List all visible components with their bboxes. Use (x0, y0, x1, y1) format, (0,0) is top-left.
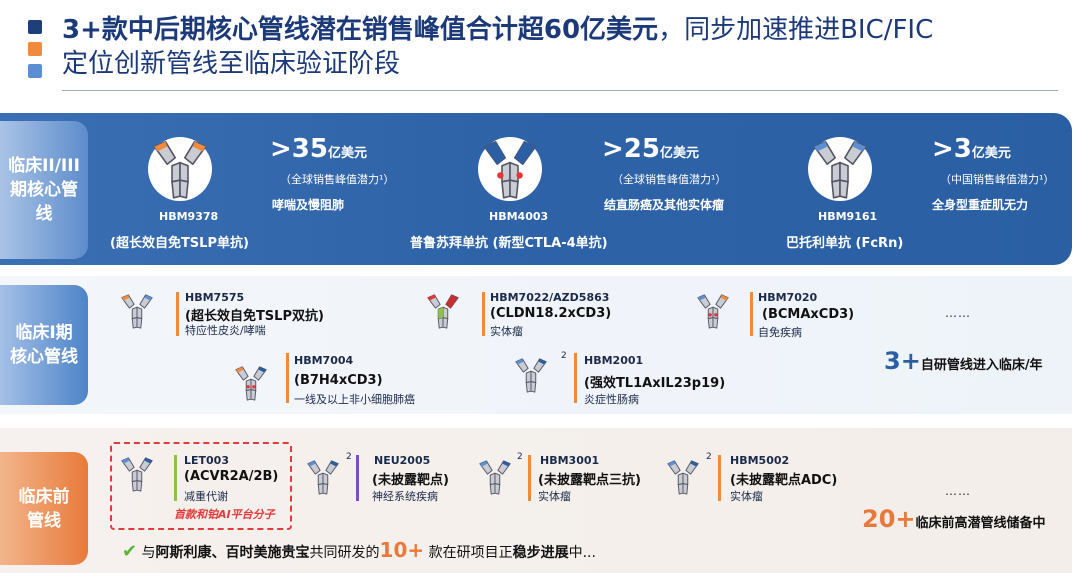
item-accent-bar (176, 292, 179, 336)
hbm5002-code: HBM5002 (730, 454, 790, 467)
antibody-icon (118, 292, 156, 330)
hbm3001-code: HBM3001 (540, 454, 600, 467)
hbm9161-indication: 全身型重症肌无力 (932, 198, 1029, 212)
phase1-stat: 3+自研管线进入临床/年 (884, 347, 1043, 375)
hbm5002-indication: 实体瘤 (730, 490, 763, 503)
title-divider (62, 90, 1058, 91)
antibody-icon (118, 455, 156, 493)
neu2005-indication: 神经系统疾病 (372, 490, 438, 503)
neu2005-code: NEU2005 (374, 454, 431, 467)
antibody-icon (476, 458, 514, 496)
hbm9161-peak: >3亿美元 (932, 134, 1011, 164)
hbm9378-name: (超长效自免TSLP单抗) (110, 236, 249, 251)
hbm4003-note: （全球销售峰值潜力¹） (612, 173, 727, 186)
hbm9161-code: HBM9161 (818, 210, 878, 223)
footnote-marker: 2 (706, 452, 712, 462)
phase1-label: 临床I期核心管线 (0, 285, 88, 405)
bullet-square-orange (28, 42, 42, 56)
hbm9161-note: （中国销售峰值潜力¹） (940, 173, 1055, 186)
hbm7020-name: (BCMAxCD3) (762, 307, 855, 322)
bullet-square-blue (28, 64, 42, 78)
let003-indication: 减重代谢 (184, 490, 228, 503)
let003-code: LET003 (184, 454, 229, 467)
hbm9378-code: HBM9378 (159, 210, 219, 223)
hbm7020-indication: 自免疾病 (758, 326, 802, 339)
preclinical-label: 临床前管线 (0, 452, 88, 565)
page-title-line2: 定位创新管线至临床验证阶段 (62, 49, 401, 79)
item-accent-bar (718, 455, 721, 501)
hbm2001-indication: 炎症性肠病 (584, 393, 639, 406)
hbm4003-indication: 结直肠癌及其他实体瘤 (604, 198, 725, 212)
page-title: 3+款中后期核心管线潜在销售峰值合计超60亿美元，同步加速推进BIC/FIC (62, 15, 934, 45)
check-icon: ✔ (122, 541, 138, 562)
item-accent-bar (574, 353, 577, 403)
antibody-icon (304, 458, 342, 496)
more-ellipsis: …… (945, 306, 971, 320)
item-accent-bar (286, 353, 289, 403)
item-accent-bar (174, 455, 177, 501)
hbm7020-code: HBM7020 (758, 291, 818, 304)
antibody-icon (148, 137, 212, 201)
preclinical-band (0, 428, 1072, 573)
hbm7004-code: HBM7004 (294, 354, 354, 367)
hbm2001-name: (强效TL1AxIL23p19) (584, 376, 726, 391)
antibody-icon (232, 364, 270, 402)
preclinical-stat: 20+临床前高潜管线储备中 (862, 505, 1046, 533)
item-accent-bar (528, 455, 531, 501)
hbm9161-name: 巴托利单抗 (FcRn) (786, 236, 904, 251)
hbm7022-code: HBM7022/AZD5863 (490, 291, 610, 304)
bullet-square-navy (28, 20, 42, 34)
antibody-icon (664, 458, 702, 496)
hbm7004-name: (B7H4xCD3) (294, 373, 383, 388)
neu2005-name: (未披露靶点) (372, 473, 449, 488)
hbm7004-indication: 一线及以上非小细胞肺癌 (294, 393, 415, 406)
hbm4003-name: 普鲁苏拜单抗 (新型CTLA-4单抗) (410, 236, 608, 251)
antibody-icon (512, 356, 550, 394)
hbm9378-peak: >35亿美元 (270, 134, 367, 164)
footer-note: ✔ 与阿斯利康、百时美施贵宝共同研发的10+ 款在研项目正稳步进展中... (122, 538, 596, 562)
hbm4003-peak: >25亿美元 (602, 134, 699, 164)
antibody-icon (694, 292, 732, 330)
item-accent-bar (750, 292, 753, 336)
hbm9378-note: （全球销售峰值潜力¹） (280, 173, 395, 186)
footnote-marker: 2 (346, 452, 352, 462)
highlight-dashed-box (110, 442, 292, 530)
antibody-icon (808, 137, 872, 201)
antibody-icon (424, 292, 462, 330)
hbm7022-indication: 实体瘤 (490, 325, 523, 338)
phase23-label: 临床II/III期核心管线 (0, 121, 88, 259)
hbm2001-code: HBM2001 (584, 354, 644, 367)
item-accent-bar (356, 455, 359, 501)
let003-name: (ACVR2A/2B) (184, 469, 279, 484)
hbm7575-name: (超长效自免TSLP双抗) (185, 309, 324, 324)
hbm3001-indication: 实体瘤 (538, 490, 571, 503)
hbm7022-name: (CLDN18.2xCD3) (490, 306, 612, 321)
hbm9378-indication: 哮喘及慢阻肺 (272, 198, 345, 212)
ai-platform-tag: 首款和铂AI平台分子 (174, 508, 275, 521)
hbm7575-indication: 特应性皮炎/哮喘 (185, 324, 266, 337)
item-accent-bar (482, 292, 485, 336)
hbm7575-code: HBM7575 (185, 291, 245, 304)
footnote-marker: 2 (561, 351, 567, 361)
hbm4003-code: HBM4003 (489, 210, 549, 223)
more-ellipsis: …… (945, 484, 971, 498)
footnote-marker: 2 (517, 452, 523, 462)
hbm3001-name: (未披露靶点三抗) (538, 473, 641, 488)
antibody-icon (478, 137, 542, 201)
hbm5002-name: (未披露靶点ADC) (730, 473, 838, 488)
